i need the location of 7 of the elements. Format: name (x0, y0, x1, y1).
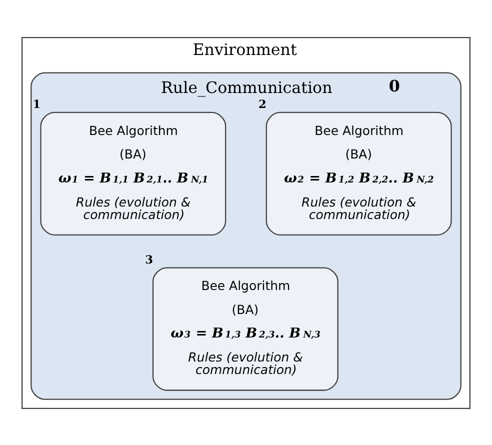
node-box: Bee Algorithm (BA) ω3 = B1,3 B2,3.. BN,3 Rules (evolution & communication) (152, 266, 338, 390)
node-label: 1 (32, 96, 41, 110)
node-label: 0 (388, 76, 400, 96)
node-label: 3 (145, 252, 153, 266)
node-label: 2 (258, 96, 266, 110)
node-box: Bee Algorithm (BA) ω1 = B1,1 B2,1.. BN,1 Rules (evolution & communication) (40, 111, 226, 235)
node-box: Bee Algorithm (BA) ω2 = B1,2 B2,2.. BN,2 Rules (evolution & communication) (266, 111, 452, 235)
